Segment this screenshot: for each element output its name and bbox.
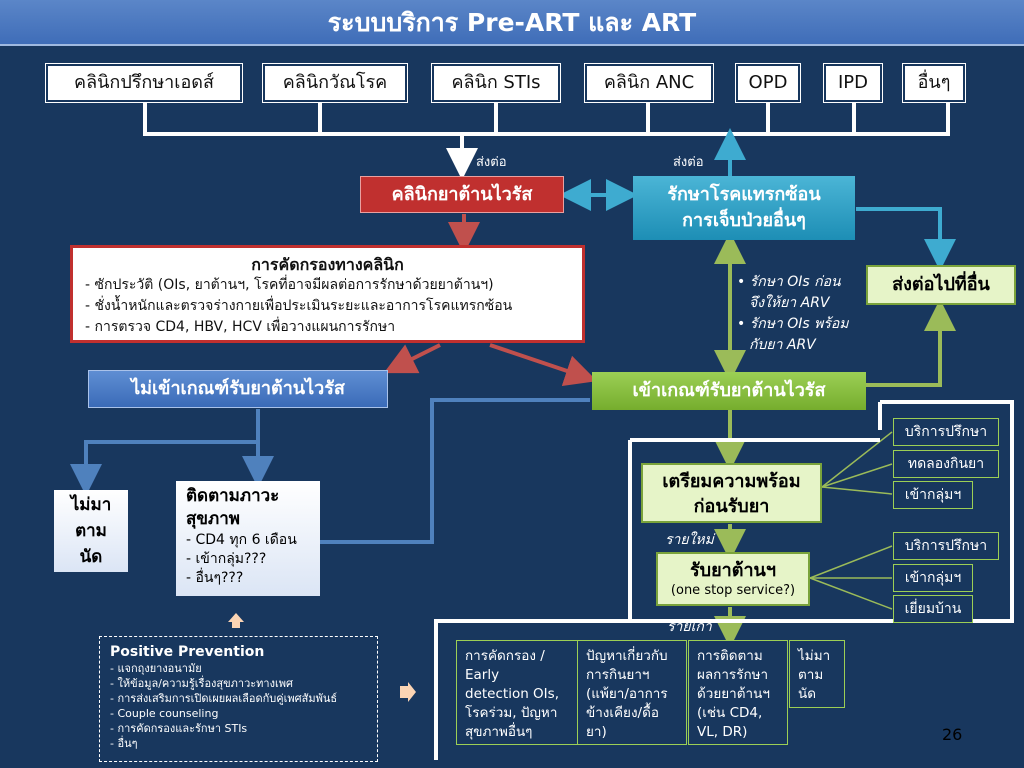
oi-treatment-line2: การเจ็บป่วยอื่นๆ <box>682 210 806 231</box>
positive-prevention-box: Positive Prevention - แจกถุงยางอนามัย - … <box>99 636 378 762</box>
receive-medication-box: รับยาต้านฯ (one stop service?) <box>656 552 810 606</box>
bottom-monitor-line1: การติดตาม <box>697 648 763 664</box>
bottom-box-no-show: ไม่มา ตาม นัด <box>789 640 845 708</box>
oi-note-1: • รักษา OIs ก่อน <box>737 274 841 290</box>
receive-home-visit: เยี่ยมบ้าน <box>893 595 973 623</box>
clinic-ipd: IPD <box>823 63 883 103</box>
bottom-screening-line4: โรคร่วม, ปัญหา <box>465 705 558 721</box>
follow-up-item-cd4: - CD4 ทุก 6 เดือน <box>186 532 297 548</box>
pp-item-sti: - การคัดกรองและรักษา STIs <box>110 722 248 735</box>
clinic-opd: OPD <box>735 63 801 103</box>
oi-treatment-line1: รักษาโรคแทรกซ้อน <box>667 184 821 205</box>
receive-line2: (one stop service?) <box>670 583 796 598</box>
refer-label-right: ส่งต่อ <box>673 155 704 170</box>
bottom-screening-line3: detection OIs, <box>465 686 559 702</box>
bottom-med-line1: ปัญหาเกี่ยวกับ <box>586 648 668 664</box>
prepare-line2: ก่อนรับยา <box>693 496 770 517</box>
clinic-aids-counseling: คลินิกปรึกษาเอดส์ <box>45 63 243 103</box>
clinic-anc: คลินิก ANC <box>584 63 714 103</box>
pp-item-condoms: - แจกถุงยางอนามัย <box>110 662 202 675</box>
follow-up-heading-2: สุขภาพ <box>186 509 240 529</box>
no-show-left-line3: นัด <box>79 547 103 567</box>
bottom-noshow-line3: นัด <box>798 686 816 702</box>
page-title: ระบบบริการ Pre-ART และ ART <box>0 0 1024 46</box>
bottom-monitor-line5: VL, DR) <box>697 724 748 740</box>
not-eligible-box: ไม่เข้าเกณฑ์รับยาต้านไวรัส <box>88 370 388 408</box>
oi-treatment-box: รักษาโรคแทรกซ้อน การเจ็บป่วยอื่นๆ <box>633 176 855 240</box>
receive-join-group: เข้ากลุ่มฯ <box>893 564 973 592</box>
positive-prevention-heading: Positive Prevention <box>110 644 265 660</box>
pp-item-other: - อื่นๆ <box>110 737 138 750</box>
follow-up-heading-1: ติดตามภาวะ <box>186 486 280 506</box>
bottom-box-medication-problems: ปัญหาเกี่ยวกับ การกินยาฯ (แพ้ยา/อาการ ข้… <box>577 640 687 745</box>
screening-item-lab: - การตรวจ CD4, HBV, HCV เพื่อวางแผนการรั… <box>85 319 396 335</box>
screening-item-exam: - ชั่งน้ำหนักและตรวจร่างกายเพื่อประเมินร… <box>85 298 513 314</box>
follow-up-item-other: - อื่นๆ??? <box>186 570 244 586</box>
clinic-others: อื่นๆ <box>902 63 966 103</box>
clinic-stis: คลินิก STIs <box>431 63 561 103</box>
bottom-med-line4: ข้างเคียง/ดื้อ <box>586 705 659 721</box>
old-patient-label: รายเก่า <box>667 619 712 635</box>
clinical-screening-box: การคัดกรองทางคลินิก - ซักประวัติ (OIs, ย… <box>70 245 585 343</box>
no-show-left-line2: ตาม <box>75 521 107 541</box>
oi-notes: • รักษา OIs ก่อน จึงให้ยา ARV • รักษา OI… <box>737 272 877 356</box>
receive-line1: รับยาต้านฯ <box>690 560 776 581</box>
eligible-box: เข้าเกณฑ์รับยาต้านไวรัส <box>592 372 866 410</box>
arv-clinic-box: คลินิกยาต้านไวรัส <box>360 176 564 213</box>
prepare-line1: เตรียมความพร้อม <box>662 471 801 492</box>
bottom-monitor-line2: ผลการรักษา <box>697 667 769 683</box>
bottom-med-line5: ยา) <box>586 724 607 740</box>
screening-item-history: - ซักประวัติ (OIs, ยาต้านฯ, โรคที่อาจมีผ… <box>85 277 494 293</box>
refer-label-left: ส่งต่อ <box>476 155 507 170</box>
prepare-box: เตรียมความพร้อม ก่อนรับยา <box>641 463 822 523</box>
bottom-screening-line2: Early <box>465 667 500 683</box>
pp-item-couple-counseling: - Couple counseling <box>110 707 219 720</box>
bottom-med-line2: การกินยาฯ <box>586 667 650 683</box>
bottom-box-treatment-monitoring: การติดตาม ผลการรักษา ด้วยยาต้านฯ (เช่น C… <box>688 640 788 745</box>
bottom-noshow-line1: ไม่มา <box>798 648 831 664</box>
bottom-noshow-line2: ตาม <box>798 667 824 683</box>
screening-heading: การคัดกรองทางคลินิก <box>251 255 404 274</box>
new-patient-label: รายใหม่ <box>665 532 714 548</box>
bottom-box-screening: การคัดกรอง / Early detection OIs, โรคร่ว… <box>456 640 578 745</box>
no-show-left-line1: ไม่มา <box>70 495 112 515</box>
oi-note-2: จึงให้ยา ARV <box>749 295 830 311</box>
health-follow-up-box: ติดตามภาวะ สุขภาพ - CD4 ทุก 6 เดือน - เข… <box>176 481 320 596</box>
prepare-trial-medication: ทดลองกินยา <box>893 450 999 478</box>
bottom-monitor-line3: ด้วยยาต้านฯ <box>697 686 770 702</box>
refer-other-box: ส่งต่อไปที่อื่น <box>866 265 1016 305</box>
prepare-counseling: บริการปรึกษา <box>893 418 999 446</box>
no-show-left-box: ไม่มา ตาม นัด <box>54 490 128 572</box>
bottom-screening-line5: สุขภาพอื่นๆ <box>465 724 533 740</box>
follow-up-item-group: - เข้ากลุ่ม??? <box>186 551 267 567</box>
bottom-monitor-line4: (เช่น CD4, <box>697 705 763 721</box>
bottom-screening-line1: การคัดกรอง / <box>465 648 545 664</box>
oi-note-3: • รักษา OIs พร้อม <box>737 316 849 332</box>
page-number: 26 <box>942 725 963 744</box>
pp-item-disclosure: - การส่งเสริมการเปิดเผยผลเลือดกับคู่เพศส… <box>110 692 338 705</box>
clinic-tuberculosis: คลินิกวัณโรค <box>262 63 408 103</box>
prepare-join-group: เข้ากลุ่มฯ <box>893 481 973 509</box>
receive-counseling: บริการปรึกษา <box>893 532 999 560</box>
bottom-med-line3: (แพ้ยา/อาการ <box>586 686 668 702</box>
pp-item-sexual-health: - ให้ข้อมูล/ความรู้เรื่องสุขภาวะทางเพศ <box>110 677 293 690</box>
oi-note-4: กับยา ARV <box>749 337 816 353</box>
